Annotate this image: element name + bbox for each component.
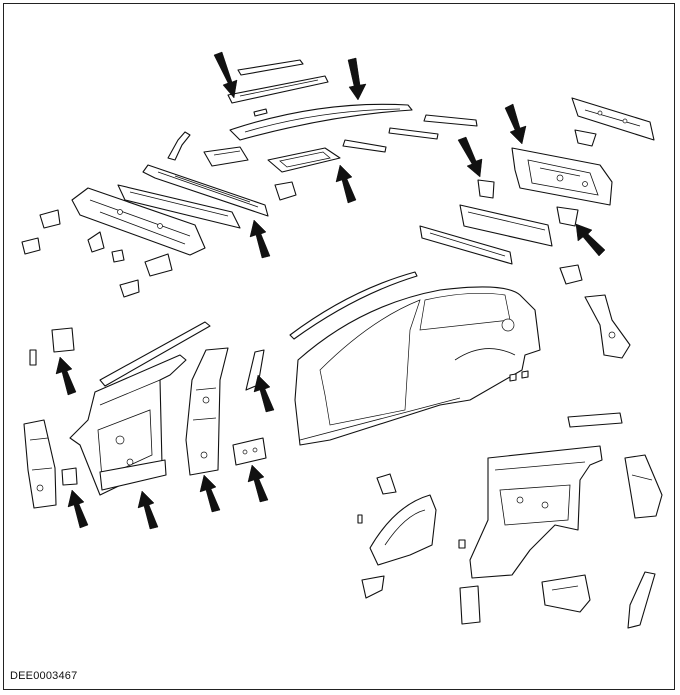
roof-rear-rail bbox=[423, 114, 478, 127]
rear-bracket-right bbox=[556, 206, 579, 227]
front-sill-reinforcement bbox=[99, 459, 167, 491]
cowl-bracket-vertical bbox=[167, 131, 191, 161]
b-pillar-plate bbox=[232, 437, 267, 466]
rear-crossmember-lower bbox=[419, 225, 513, 265]
arrow-icon-b-pillar-bracket bbox=[253, 374, 275, 413]
small-bracket-a bbox=[39, 209, 61, 229]
rear-bracket-left bbox=[477, 179, 495, 199]
small-clip-b bbox=[458, 539, 466, 549]
rear-bracket-lower bbox=[559, 264, 583, 285]
dash-lower-bracket bbox=[144, 253, 173, 277]
dash-panel bbox=[71, 187, 206, 256]
cowl-panel bbox=[117, 184, 241, 229]
arrow-icon-hinge-pillar bbox=[55, 356, 77, 396]
roof-side-rail bbox=[289, 271, 418, 340]
rear-end-panel bbox=[511, 147, 613, 206]
sunroof-frame bbox=[267, 147, 341, 173]
roof-bow-small bbox=[388, 127, 439, 140]
rear-bracket-small bbox=[574, 129, 597, 147]
cowl-side-bracket bbox=[274, 181, 297, 201]
arrow-icon-small-plate bbox=[67, 489, 89, 529]
c-pillar-inner bbox=[584, 294, 631, 359]
arrow-icon-front-sill bbox=[137, 490, 159, 530]
b-pillar-inner bbox=[185, 347, 229, 476]
dash-bracket bbox=[203, 146, 249, 167]
small-bracket-d bbox=[111, 249, 125, 263]
wheelhouse-inner bbox=[369, 494, 437, 566]
quarter-upper-bracket bbox=[567, 412, 623, 428]
arrow-icon-b-pillar bbox=[199, 474, 221, 513]
arrow-icon-cowl bbox=[249, 219, 271, 259]
rear-lower-brace bbox=[627, 571, 656, 629]
roof-bracket-small bbox=[253, 108, 268, 117]
arrow-icon-sunroof bbox=[335, 164, 357, 204]
small-bracket-c bbox=[87, 231, 105, 253]
rear-crossmember bbox=[459, 204, 553, 247]
quarter-lower-bracket bbox=[459, 585, 481, 625]
small-bracket-e bbox=[119, 279, 140, 298]
roof-panel bbox=[229, 103, 413, 141]
reference-code-label: DEE0003467 bbox=[10, 670, 78, 682]
roof-front-rail bbox=[227, 75, 329, 104]
arrow-icon-roof-front bbox=[213, 51, 238, 99]
rear-quarter-inner-panel bbox=[469, 445, 603, 579]
arrow-icon-rear-bracket bbox=[457, 136, 483, 178]
small-clip-a bbox=[357, 514, 363, 524]
arrow-icon-rear-end bbox=[504, 103, 527, 145]
small-bracket-b bbox=[21, 237, 41, 255]
arrow-icon-roof-panel bbox=[347, 57, 367, 101]
rear-corner-panel bbox=[624, 454, 663, 519]
cowl-upper-panel bbox=[142, 164, 269, 217]
small-bracket-f bbox=[361, 575, 385, 599]
roof-bow-center bbox=[342, 139, 387, 153]
small-tab-left bbox=[29, 349, 37, 366]
arrow-icon-roof-front-small bbox=[188, 127, 202, 150]
arrow-icon-rear-side-bracket bbox=[575, 223, 606, 257]
a-pillar-inner-upper bbox=[99, 321, 211, 387]
roof-front-rail-upper bbox=[237, 59, 304, 76]
apron-side-panel bbox=[23, 419, 57, 509]
wheelhouse-bracket bbox=[376, 473, 397, 495]
arrow-icon-b-pillar-plate bbox=[247, 464, 269, 503]
front-side-panel-inner bbox=[69, 354, 187, 496]
diagram-frame bbox=[3, 3, 675, 690]
rear-upper-panel bbox=[571, 97, 655, 141]
small-plate bbox=[61, 467, 78, 486]
body-side-outer-panel bbox=[294, 286, 541, 446]
body-side-clips bbox=[509, 370, 529, 382]
rear-floor-bracket bbox=[541, 574, 591, 613]
hinge-pillar-bracket bbox=[51, 327, 75, 353]
